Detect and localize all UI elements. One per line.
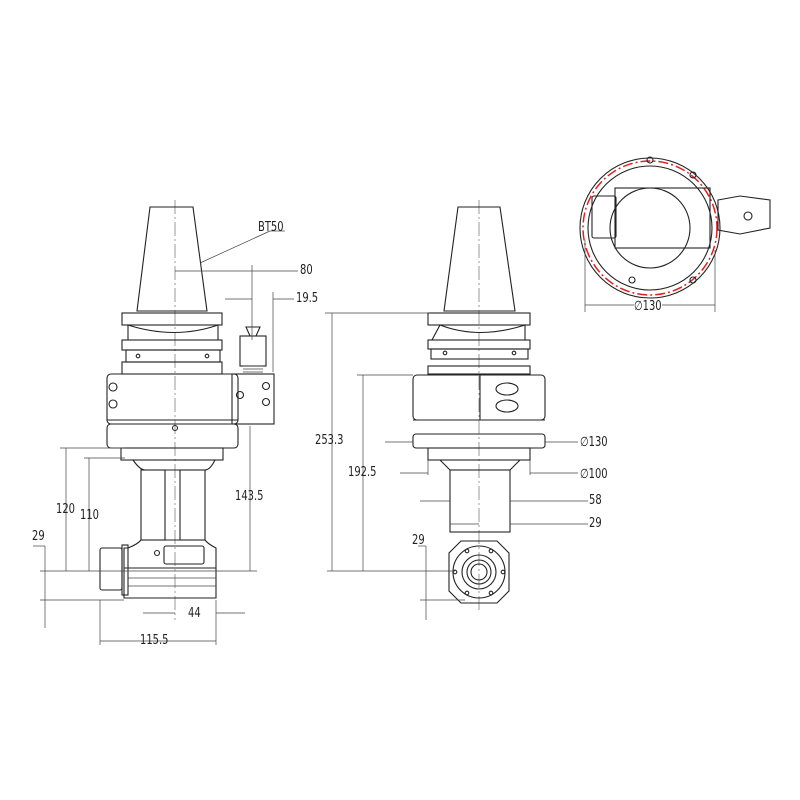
label-19-5: 19.5 <box>296 291 319 306</box>
label-115-5: 115.5 <box>140 633 169 648</box>
right-view <box>412 200 546 610</box>
label-44: 44 <box>188 606 201 621</box>
label-192-5: 192.5 <box>348 465 377 480</box>
bt50-taper-left <box>136 206 208 312</box>
label-dia-130-side: ∅130 <box>580 435 608 450</box>
bt50-taper-right <box>443 206 516 312</box>
left-dimensions <box>33 230 298 645</box>
label-dia-130-top: ∅130 <box>634 299 662 314</box>
output-head-octagon <box>448 540 510 604</box>
label-58: 58 <box>589 493 602 508</box>
label-29-width: 29 <box>589 516 602 531</box>
left-view <box>99 200 275 620</box>
label-bt50: BT50 <box>258 220 284 235</box>
label-120: 120 <box>56 502 75 517</box>
locating-pin-block <box>239 335 267 367</box>
label-dia-100: ∅100 <box>580 467 608 482</box>
label-143-5: 143.5 <box>235 489 264 504</box>
right-dimensions <box>325 312 588 620</box>
swing-envelope-circle <box>582 160 718 296</box>
top-view <box>579 156 771 312</box>
label-253-3: 253.3 <box>315 433 344 448</box>
label-29-left: 29 <box>32 529 45 544</box>
collet-nut-left <box>99 547 123 591</box>
label-80: 80 <box>300 263 313 278</box>
label-29-right: 29 <box>412 533 425 548</box>
label-110: 110 <box>80 508 99 523</box>
